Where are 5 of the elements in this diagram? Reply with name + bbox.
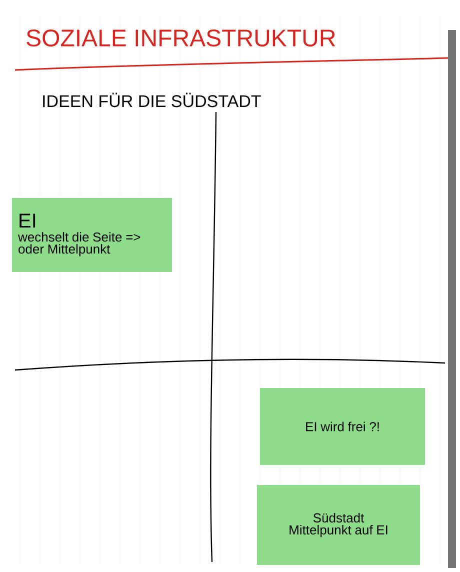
sticky-note: Südstadt Mittelpunkt auf EI xyxy=(257,485,420,565)
sticky-note: EI wird frei ?! xyxy=(260,388,425,465)
title: SOZIALE INFRASTRUKTUR xyxy=(26,30,336,46)
sticky-note: EI wechselt die Seite => oder Mittelpunkt xyxy=(12,198,172,272)
subtitle: IDEEN FÜR DIE SÜDSTADT xyxy=(43,92,261,108)
